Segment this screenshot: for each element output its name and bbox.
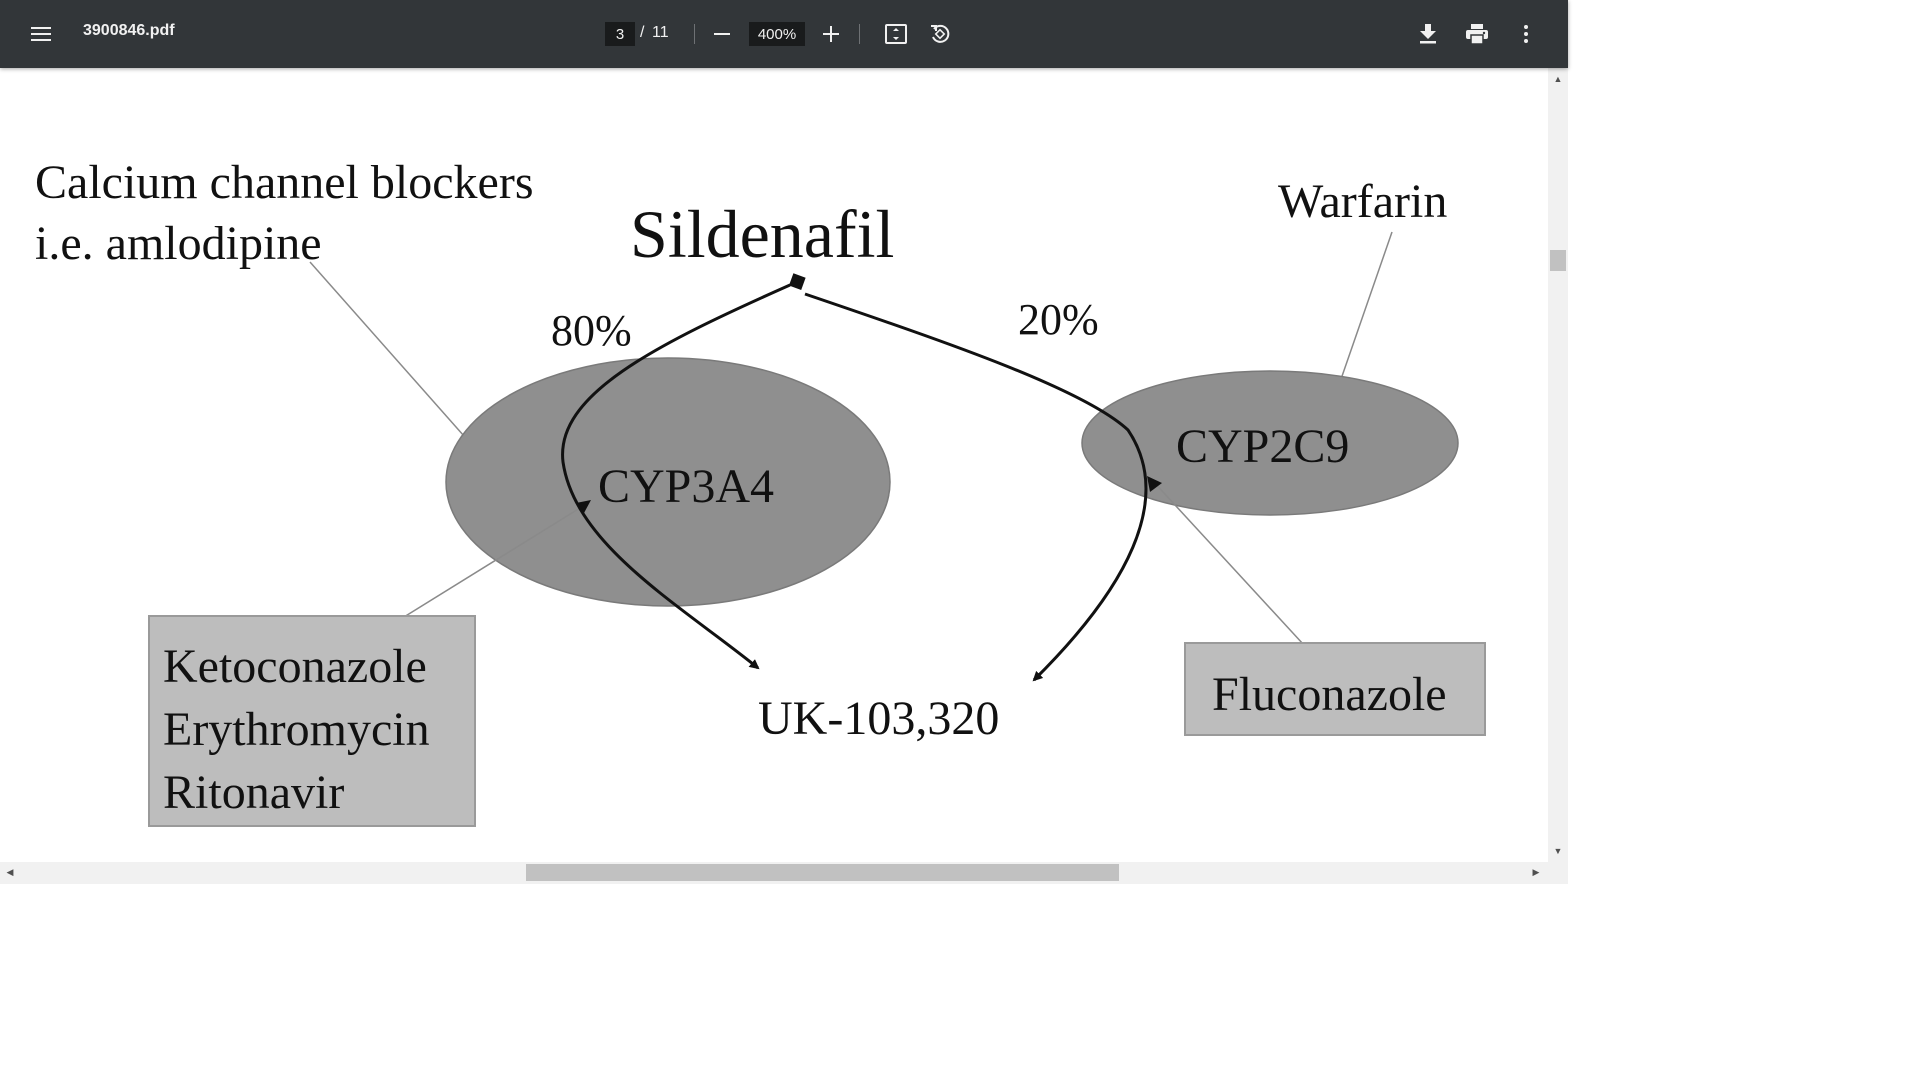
scrollbar-corner [1548, 862, 1568, 884]
ritonavir-label: Ritonavir [163, 766, 344, 819]
ketoconazole-connector [382, 502, 589, 631]
toolbar-divider [859, 24, 860, 44]
pdf-toolbar: 3900846.pdf / 11 [0, 0, 1568, 68]
metabolite-label: UK-103,320 [758, 692, 999, 745]
scroll-down-icon[interactable]: ▼ [1553, 846, 1563, 856]
menu-icon [31, 27, 51, 41]
warfarin-label: Warfarin [1278, 175, 1447, 228]
menu-button[interactable] [21, 14, 61, 54]
toolbar-divider [694, 24, 695, 44]
total-pages: 11 [652, 24, 669, 41]
sildenafil-metabolism-figure: Calcium channel blockers i.e. amlodipine… [35, 156, 1486, 827]
fluconazole-label: Fluconazole [1212, 668, 1447, 721]
vertical-scrollbar[interactable]: ▲ ▼ [1548, 68, 1568, 862]
amlodipine-label: i.e. amlodipine [35, 217, 322, 270]
sildenafil-label: Sildenafil [630, 196, 894, 272]
cyp2c9-ellipse [1081, 370, 1459, 516]
scroll-right-icon[interactable]: ▶ [1532, 867, 1540, 877]
scroll-left-icon[interactable]: ◀ [6, 867, 14, 877]
cyp2c9-label: CYP2C9 [1176, 420, 1349, 473]
print-icon [1466, 24, 1488, 44]
scroll-up-icon[interactable]: ▲ [1553, 74, 1563, 84]
minus-icon [714, 33, 730, 35]
cyp3a4-pathway-arrow [561, 283, 791, 670]
rotate-icon [931, 24, 950, 43]
cyp3a4-inhibition-arrowhead [576, 500, 591, 513]
fluconazole-connector [1151, 479, 1316, 658]
cyp3a4-percentage: 80% [551, 306, 632, 355]
download-button[interactable] [1408, 14, 1448, 54]
cyp3a4-label: CYP3A4 [598, 460, 774, 513]
zoom-in-button[interactable] [811, 14, 851, 54]
horizontal-scroll-thumb[interactable] [526, 864, 1119, 881]
cyp3a4-inhibitors-box [148, 615, 476, 827]
pdf-page-viewport: Calcium channel blockers i.e. amlodipine… [0, 68, 1548, 862]
cyp2c9-inhibitor-box [1184, 642, 1486, 736]
erythromycin-label: Erythromycin [163, 703, 430, 756]
sildenafil-origin-marker [788, 273, 806, 290]
fit-to-page-button[interactable] [876, 14, 916, 54]
more-options-button[interactable] [1506, 14, 1546, 54]
warfarin-connector [1339, 231, 1393, 383]
page-separator: / [640, 24, 645, 41]
ketoconazole-label: Ketoconazole [163, 640, 427, 693]
cyp2c9-pathway-arrow [804, 292, 1148, 682]
download-icon [1420, 24, 1436, 44]
fit-page-icon [885, 24, 907, 44]
horizontal-scrollbar[interactable]: ◀ ▶ [0, 862, 1548, 884]
cyp2c9-inhibition-arrowhead [1147, 476, 1162, 492]
page-number-input[interactable] [605, 22, 635, 46]
amlodipine-connector [309, 261, 488, 463]
vertical-scroll-thumb[interactable] [1550, 250, 1566, 271]
zoom-level-input[interactable] [749, 22, 805, 46]
rotate-button[interactable] [920, 14, 960, 54]
print-button[interactable] [1457, 14, 1497, 54]
more-vert-icon [1524, 25, 1528, 43]
zoom-out-button[interactable] [702, 14, 742, 54]
cyp3a4-ellipse [445, 357, 891, 607]
plus-icon [823, 26, 839, 42]
document-title: 3900846.pdf [83, 22, 175, 39]
calcium-blockers-label: Calcium channel blockers [35, 156, 534, 209]
cyp2c9-percentage: 20% [1018, 295, 1099, 344]
